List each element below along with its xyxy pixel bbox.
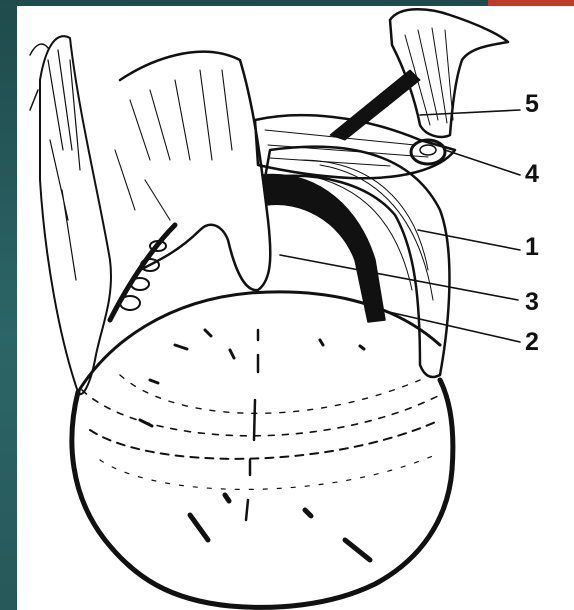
label-3: 3 xyxy=(525,288,539,316)
label-2: 2 xyxy=(525,328,539,356)
leader-line-1 xyxy=(418,230,520,250)
left-flap xyxy=(40,36,111,394)
mass-upper-edge xyxy=(78,292,440,392)
label-5: 5 xyxy=(525,90,539,118)
figure-panel: 5 4 1 3 2 xyxy=(17,6,574,610)
anatomical-drawing: 5 4 1 3 2 xyxy=(17,6,574,610)
dark-arch xyxy=(262,175,385,322)
leader-line-2 xyxy=(380,310,520,342)
label-1: 1 xyxy=(525,233,539,261)
label-4: 4 xyxy=(525,160,539,188)
leader-line-4 xyxy=(445,150,520,175)
central-hanging-part xyxy=(120,52,270,290)
leader-line-5 xyxy=(420,110,520,115)
lower-mass-outline xyxy=(72,380,453,607)
